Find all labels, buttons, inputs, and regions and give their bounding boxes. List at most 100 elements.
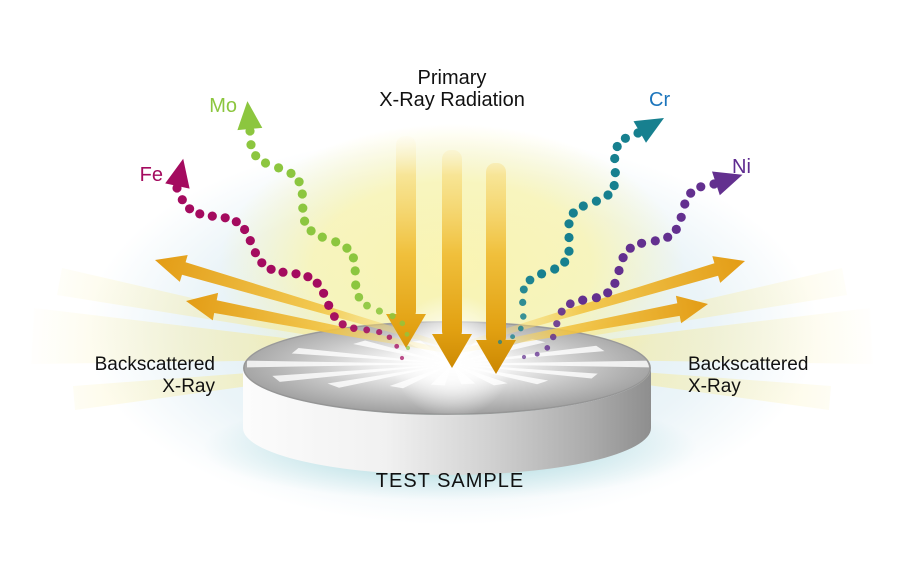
emission-dot xyxy=(620,133,631,143)
cr-arrowhead-icon xyxy=(633,118,664,143)
starburst-ray xyxy=(452,360,649,368)
mo-arrowhead-icon xyxy=(237,101,263,131)
emission-dot xyxy=(286,168,296,178)
primary-arrow-head xyxy=(386,314,426,348)
emission-dot xyxy=(329,312,339,321)
emission-dot xyxy=(578,295,588,305)
emission-dot xyxy=(680,199,690,209)
emission-dot xyxy=(303,272,313,282)
starburst-ray xyxy=(247,360,452,368)
emission-dot xyxy=(553,320,561,328)
emission-dot xyxy=(399,320,406,327)
emission-dot xyxy=(564,232,574,243)
emission-dot xyxy=(610,278,620,288)
emission-dot xyxy=(676,212,686,222)
emission-dot xyxy=(671,224,681,234)
backscattered-left-line1: Backscattered xyxy=(94,354,215,375)
emission-dot xyxy=(399,355,405,361)
emission-dot xyxy=(306,226,316,236)
emission-dot xyxy=(251,151,261,161)
emission-dot xyxy=(331,237,341,247)
backscattered-xray-arrow xyxy=(155,255,456,350)
emission-dot xyxy=(564,219,574,229)
emission-label-mo: Mo xyxy=(209,95,237,117)
emission-dot xyxy=(250,248,260,258)
emission-dot xyxy=(578,201,588,211)
emission-dot xyxy=(317,232,327,242)
emission-dot xyxy=(389,312,396,320)
primary-arrow-shaft xyxy=(442,150,462,340)
emission-ni: Ni xyxy=(521,156,751,360)
emission-dot xyxy=(274,163,284,173)
emission-dot xyxy=(297,189,307,199)
emission-dot xyxy=(534,351,540,357)
emission-dot xyxy=(231,217,241,227)
emission-dot xyxy=(266,264,276,274)
emission-dot xyxy=(618,253,628,263)
primary-xray-arrow xyxy=(476,163,516,374)
emission-dot xyxy=(342,243,352,253)
emission-dot xyxy=(537,269,547,279)
emission-dot xyxy=(609,180,619,191)
backscattered-xray-arrow xyxy=(452,295,708,354)
emission-dot xyxy=(195,209,205,219)
emission-fe: Fe xyxy=(140,158,405,361)
primary-arrow-head xyxy=(476,340,516,374)
emission-dot xyxy=(557,307,566,316)
disk-side xyxy=(243,368,651,475)
ni-arrowhead-icon xyxy=(712,171,743,196)
emission-dot xyxy=(312,278,322,288)
emission-dot xyxy=(610,168,620,178)
emission-dot xyxy=(363,301,371,310)
emission-dot xyxy=(240,224,250,235)
emission-dot xyxy=(610,153,620,164)
emission-dot xyxy=(386,334,393,340)
backscattered-xray-arrow xyxy=(449,256,745,350)
emission-dot xyxy=(278,267,288,277)
emission-dot xyxy=(348,253,358,263)
emission-dot xyxy=(405,345,411,351)
test-sample-label: TEST SAMPLE xyxy=(375,470,525,492)
emission-dot xyxy=(560,257,570,267)
emission-dot xyxy=(185,204,195,214)
emission-label-ni: Ni xyxy=(732,156,751,178)
emission-dot xyxy=(291,269,301,279)
emission-label-fe: Fe xyxy=(140,164,163,186)
emission-dot xyxy=(260,158,271,168)
emission-dot xyxy=(612,141,622,152)
emission-dot xyxy=(591,196,602,206)
primary-xray-line2: X-Ray Radiation xyxy=(379,89,525,111)
emission-dot xyxy=(521,354,527,360)
emission-dot xyxy=(350,324,358,332)
emission-dot xyxy=(375,307,383,315)
emission-dot xyxy=(497,339,503,345)
backscattered-left-label: Backscattered X-Ray xyxy=(45,354,215,398)
emission-dot xyxy=(300,216,310,226)
emission-dot xyxy=(568,208,578,218)
backscattered-right-label: Backscattered X-Ray xyxy=(688,354,858,398)
emission-dot xyxy=(404,331,410,337)
emission-dot xyxy=(376,329,383,336)
emission-dot xyxy=(351,280,361,290)
emission-dot xyxy=(177,195,187,205)
emission-dot xyxy=(519,285,528,294)
emission-dot xyxy=(544,345,551,351)
emission-dot xyxy=(565,299,575,309)
emission-dot xyxy=(298,203,308,213)
emission-dot xyxy=(324,300,334,310)
backscattered-left-line2: X-Ray xyxy=(162,376,215,397)
emission-dot xyxy=(625,243,635,253)
backscattered-right-line1: Backscattered xyxy=(688,354,809,375)
emission-dot xyxy=(245,236,255,246)
emission-dot xyxy=(257,258,267,268)
emission-dot xyxy=(350,266,360,276)
primary-arrow-shaft xyxy=(396,136,416,320)
emission-dot xyxy=(319,288,329,298)
emission-dot xyxy=(294,177,304,187)
emission-dot xyxy=(207,211,217,221)
emission-dot xyxy=(525,275,535,285)
primary-arrow-shaft xyxy=(486,163,506,346)
emission-dot xyxy=(663,232,673,242)
